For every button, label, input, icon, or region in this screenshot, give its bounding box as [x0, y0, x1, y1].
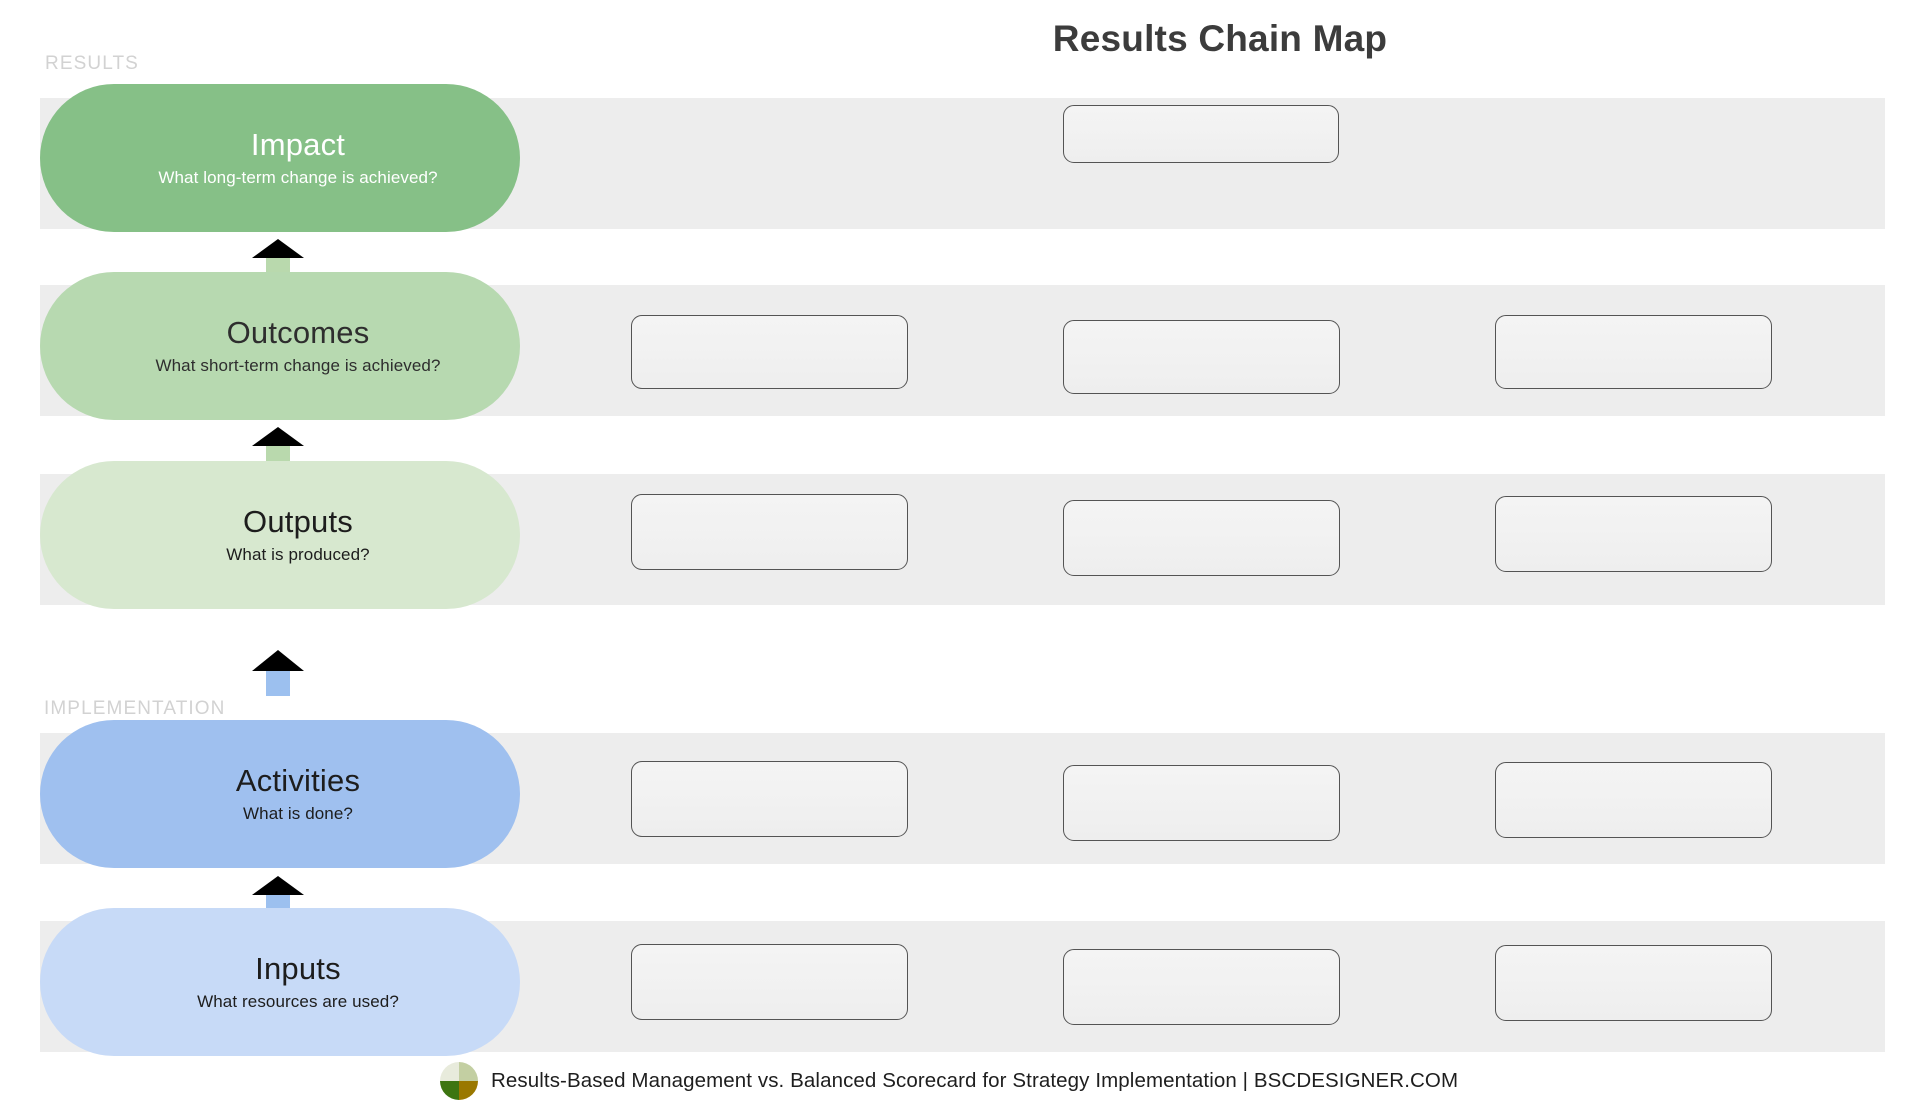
stage-title-outcomes: Outcomes	[226, 315, 370, 351]
stage-question-inputs: What resources are used?	[197, 991, 399, 1011]
stage-title-outputs: Outputs	[243, 504, 353, 540]
page-title: Results Chain Map	[1052, 18, 1388, 59]
stage-pill-inputs[interactable]: Inputs What resources are used?	[40, 908, 520, 1056]
slot-inputs-3[interactable]	[1495, 945, 1772, 1021]
stage-pill-outcomes[interactable]: Outcomes What short-term change is achie…	[40, 272, 520, 420]
stage-pill-outputs[interactable]: Outputs What is produced?	[40, 461, 520, 609]
stage-question-activities: What is done?	[243, 803, 353, 823]
section-label-implementation: IMPLEMENTATION	[44, 698, 226, 719]
slot-impact-2[interactable]	[1063, 105, 1339, 163]
stage-question-outputs: What is produced?	[226, 544, 370, 564]
slot-activities-2[interactable]	[1063, 765, 1340, 841]
slot-activities-1[interactable]	[631, 761, 908, 837]
slot-activities-3[interactable]	[1495, 762, 1772, 838]
footer: Results-Based Management vs. Balanced Sc…	[440, 1062, 1458, 1100]
slot-outputs-1[interactable]	[631, 494, 908, 570]
stage-title-impact: Impact	[250, 127, 346, 163]
section-label-results: RESULTS	[45, 53, 139, 74]
slot-inputs-1[interactable]	[631, 944, 908, 1020]
slot-outcomes-1[interactable]	[631, 315, 908, 389]
stage-pill-impact[interactable]: Impact What long-term change is achieved…	[40, 84, 520, 232]
stage-question-impact: What long-term change is achieved?	[158, 167, 438, 187]
slot-outputs-3[interactable]	[1495, 496, 1772, 572]
stage-pill-activities[interactable]: Activities What is done?	[40, 720, 520, 868]
slot-outcomes-3[interactable]	[1495, 315, 1772, 389]
stage-title-activities: Activities	[235, 763, 361, 799]
stage-title-inputs: Inputs	[255, 951, 341, 987]
bscdesigner-logo-icon	[440, 1062, 478, 1100]
arrow-activities-to-outputs	[252, 650, 304, 696]
slot-outcomes-2[interactable]	[1063, 320, 1340, 394]
stage-question-outcomes: What short-term change is achieved?	[155, 355, 441, 375]
slot-outputs-2[interactable]	[1063, 500, 1340, 576]
footer-caption: Results-Based Management vs. Balanced Sc…	[491, 1069, 1459, 1092]
slot-inputs-2[interactable]	[1063, 949, 1340, 1025]
